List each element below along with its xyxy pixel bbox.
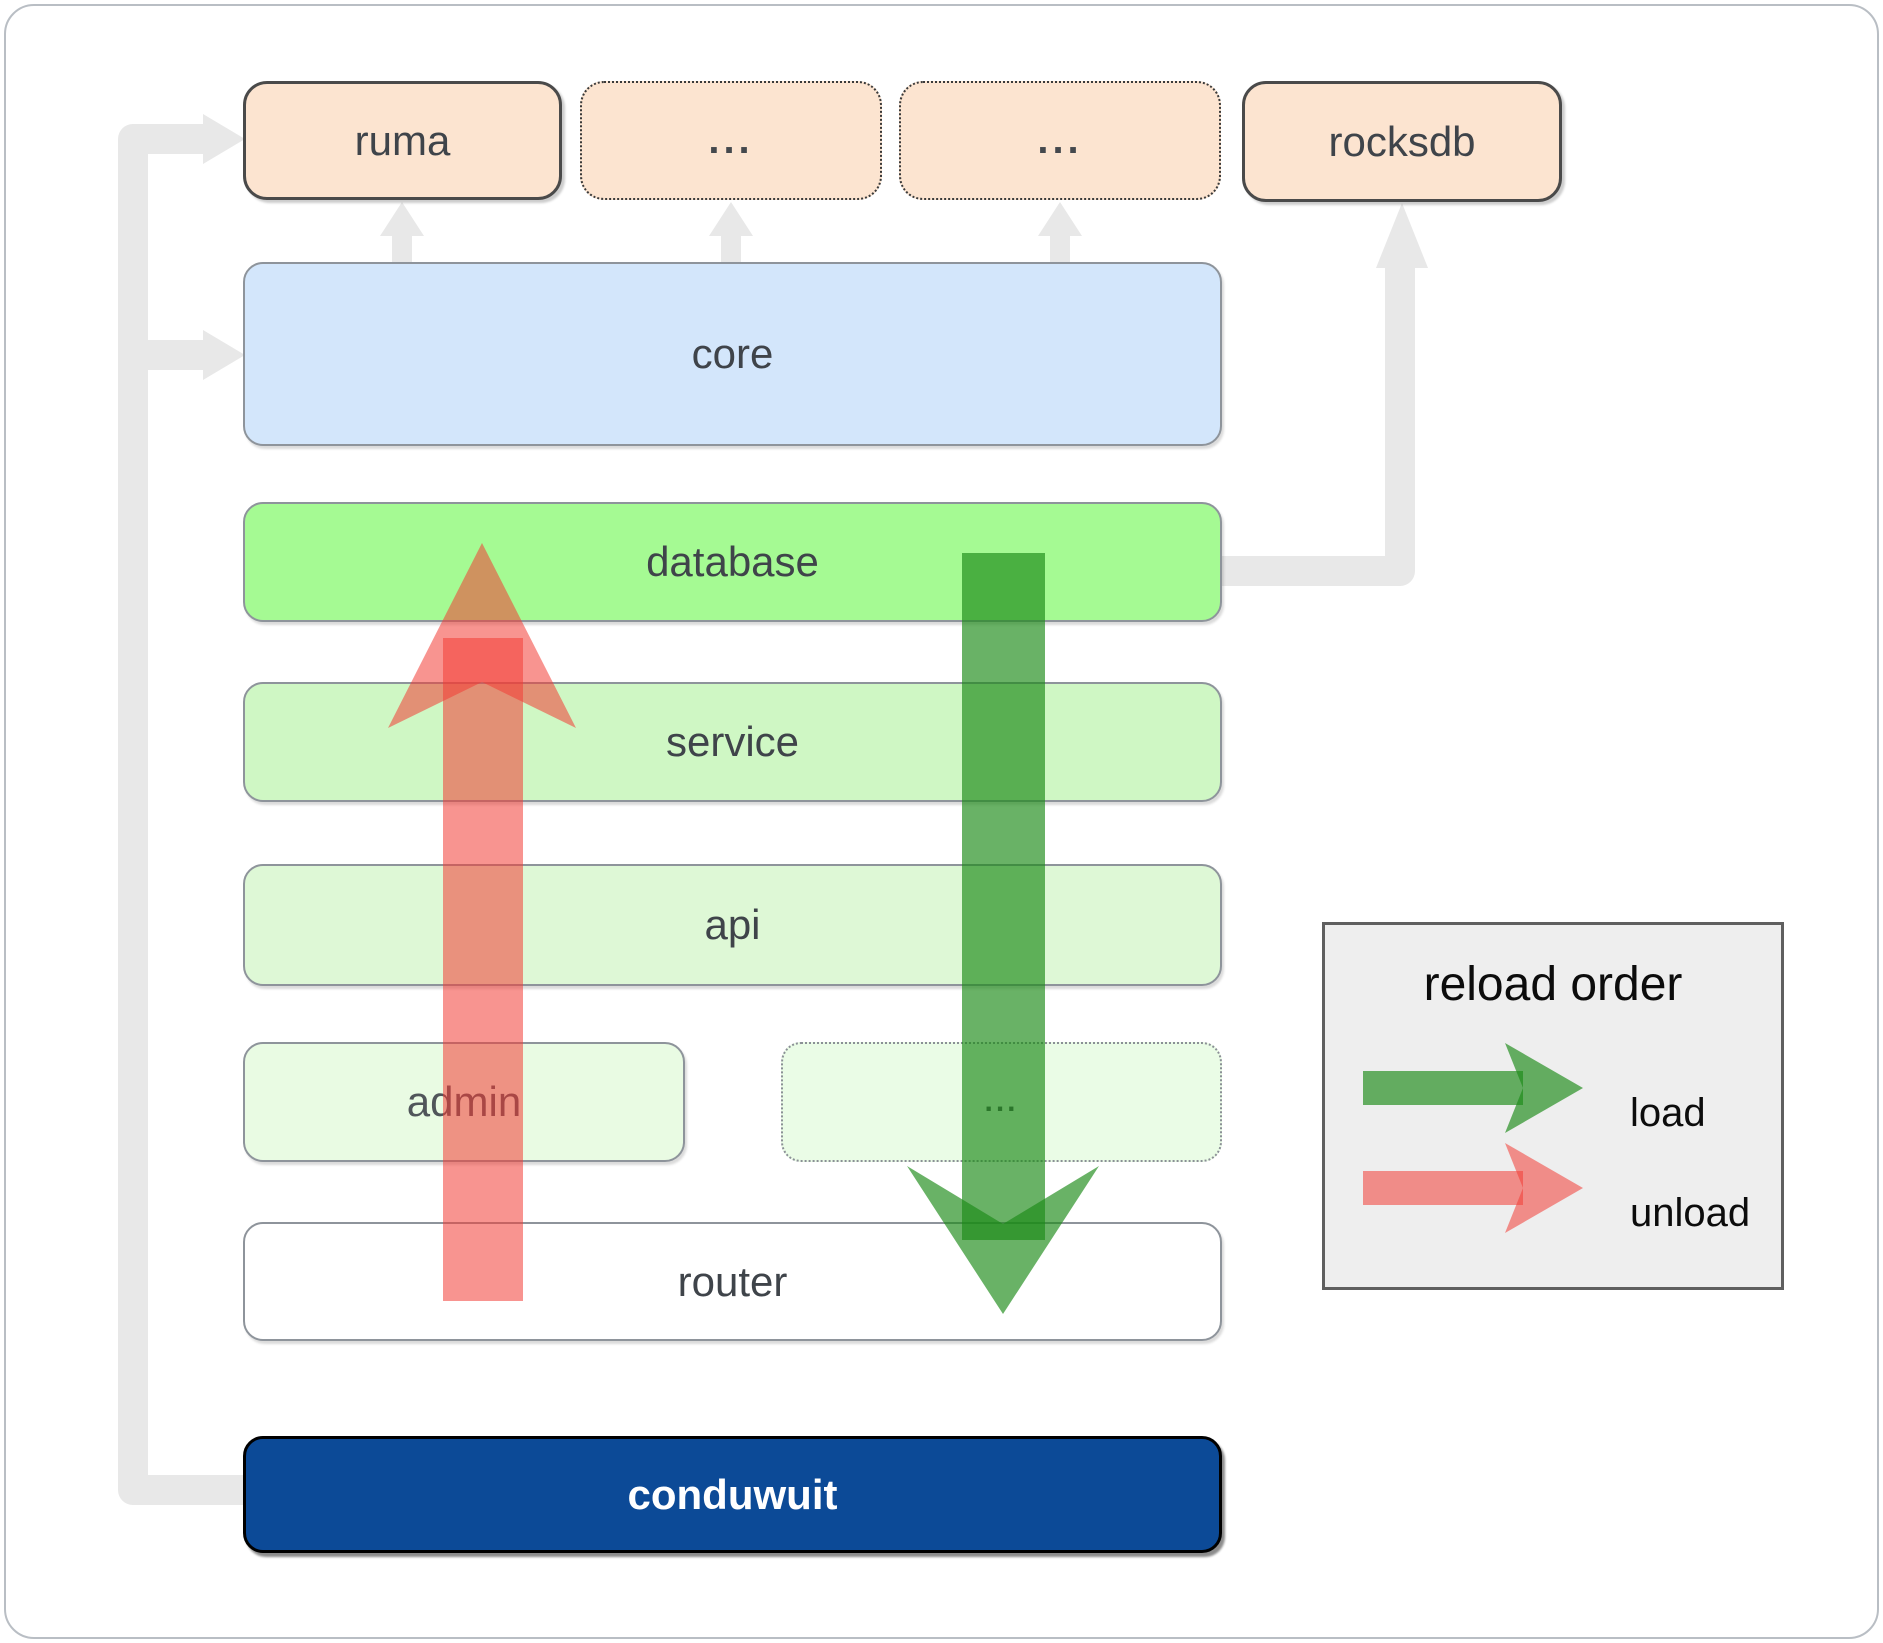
- node-ellipsis-1: ...: [580, 81, 882, 200]
- node-rocksdb: rocksdb: [1242, 81, 1562, 202]
- node-conduwuit: conduwuit: [243, 1436, 1222, 1553]
- layer-router: router: [243, 1222, 1222, 1341]
- layer-database: database: [243, 502, 1222, 622]
- node-conduwuit-label: conduwuit: [627, 1470, 838, 1518]
- node-ellipsis-2: ...: [899, 81, 1221, 200]
- node-ruma-label: ruma: [354, 116, 451, 164]
- layer-database-label: database: [646, 538, 819, 585]
- legend-title: reload order: [1423, 958, 1683, 1011]
- node-ruma: ruma: [243, 81, 562, 200]
- node-ellipsis-2-label: ...: [1037, 118, 1083, 162]
- layer-router-label: router: [677, 1257, 788, 1305]
- legend-panel: reload order load unload: [1322, 922, 1784, 1290]
- outer-frame: [4, 4, 1879, 1639]
- layer-api-label: api: [704, 901, 761, 948]
- layer-admin-ellipsis: ...: [781, 1042, 1222, 1162]
- layer-admin-ellipsis-label: ...: [984, 1085, 1019, 1118]
- layer-core-label: core: [691, 330, 774, 377]
- layer-core: core: [243, 262, 1222, 446]
- layer-admin-label: admin: [406, 1078, 522, 1125]
- layer-service-label: service: [665, 718, 800, 765]
- legend-load-label: load: [1630, 1091, 1706, 1135]
- layer-admin: admin: [243, 1042, 685, 1162]
- layer-service: service: [243, 682, 1222, 802]
- node-ellipsis-1-label: ...: [708, 118, 754, 162]
- legend-unload-label: unload: [1630, 1191, 1751, 1235]
- layer-api: api: [243, 864, 1222, 986]
- node-rocksdb-label: rocksdb: [1328, 117, 1476, 165]
